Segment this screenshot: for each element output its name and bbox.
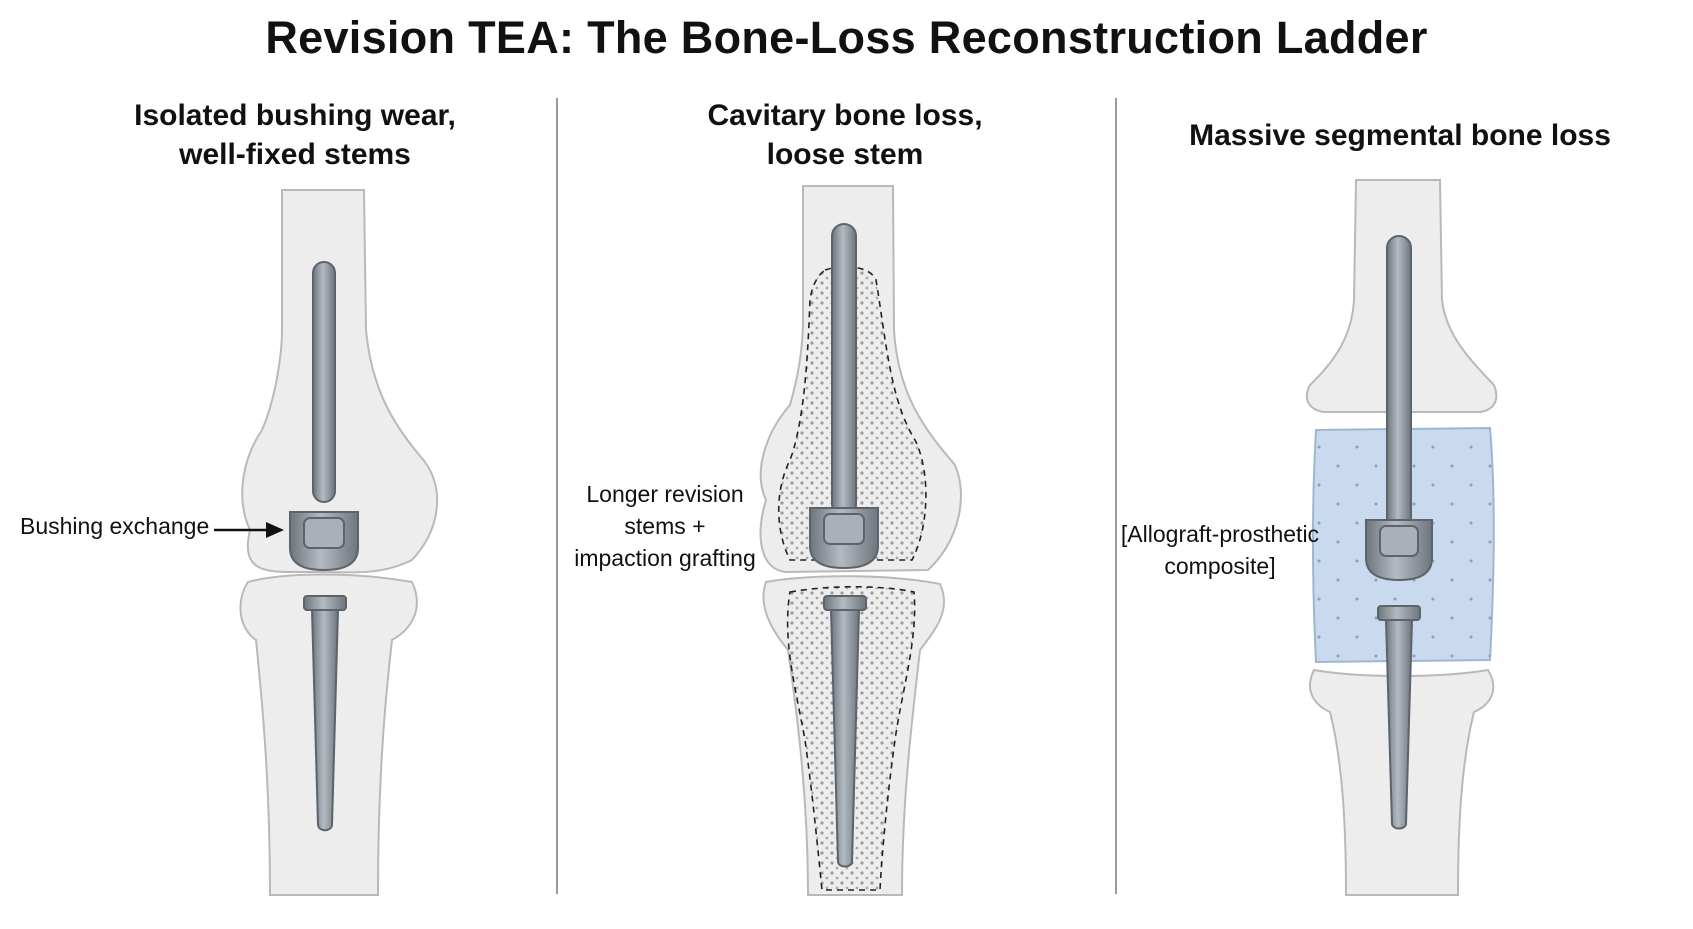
humerus-bone (241, 189, 438, 574)
panel-1-title-line2: well-fixed stems (179, 138, 411, 171)
panel-3-title: Massive segmental bone loss (1150, 116, 1650, 155)
hinge-axle (303, 517, 345, 549)
panel-3-illustration (1305, 179, 1498, 896)
bushing-exchange-label: Bushing exchange (20, 513, 210, 539)
callout-arrowhead (266, 522, 284, 538)
ulnar-stem-3 (1384, 619, 1414, 830)
ulnar-stem (310, 609, 340, 832)
revision-stems-line1: Longer revision (586, 481, 744, 507)
hinge-axle-2 (823, 513, 865, 545)
allograft-composite-line1: [Allograft-prosthetic (1120, 521, 1320, 547)
allograft-composite-line2: composite] (1164, 553, 1276, 579)
panel-3-title-line1: Massive segmental bone loss (1189, 119, 1611, 152)
panel-2-title-line1: Cavitary bone loss, (707, 99, 983, 132)
humeral-stem-3 (1386, 235, 1412, 537)
ulnar-collar (303, 595, 347, 611)
revision-stems-label: Longer revision stems + impaction grafti… (570, 478, 760, 574)
allograft-composite-label: [Allograft-prosthetic composite] (1120, 518, 1320, 582)
panel-divider-2 (1115, 98, 1117, 894)
panel-2-title: Cavitary bone loss, loose stem (610, 96, 1080, 174)
humeral-stem-2 (831, 223, 857, 517)
ulnar-collar-3 (1377, 605, 1421, 621)
panel-2-illustration (759, 185, 962, 896)
ulnar-stem-2 (829, 609, 861, 868)
panel-1-title: Isolated bushing wear, well-fixed stems (60, 96, 530, 174)
panel-2-title-line2: loose stem (766, 138, 924, 171)
ulnar-collar-2 (823, 595, 867, 611)
humeral-stem (312, 261, 336, 503)
revision-stems-line3: impaction grafting (574, 545, 756, 571)
revision-stems-line2: stems + (624, 513, 706, 539)
hinge-axle-3 (1379, 525, 1419, 557)
panel-divider-1 (556, 98, 558, 894)
diagram-title: Revision TEA: The Bone-Loss Reconstructi… (265, 12, 1428, 63)
panel-1-title-line1: Isolated bushing wear, (134, 99, 456, 132)
panel-1-illustration (214, 189, 438, 896)
